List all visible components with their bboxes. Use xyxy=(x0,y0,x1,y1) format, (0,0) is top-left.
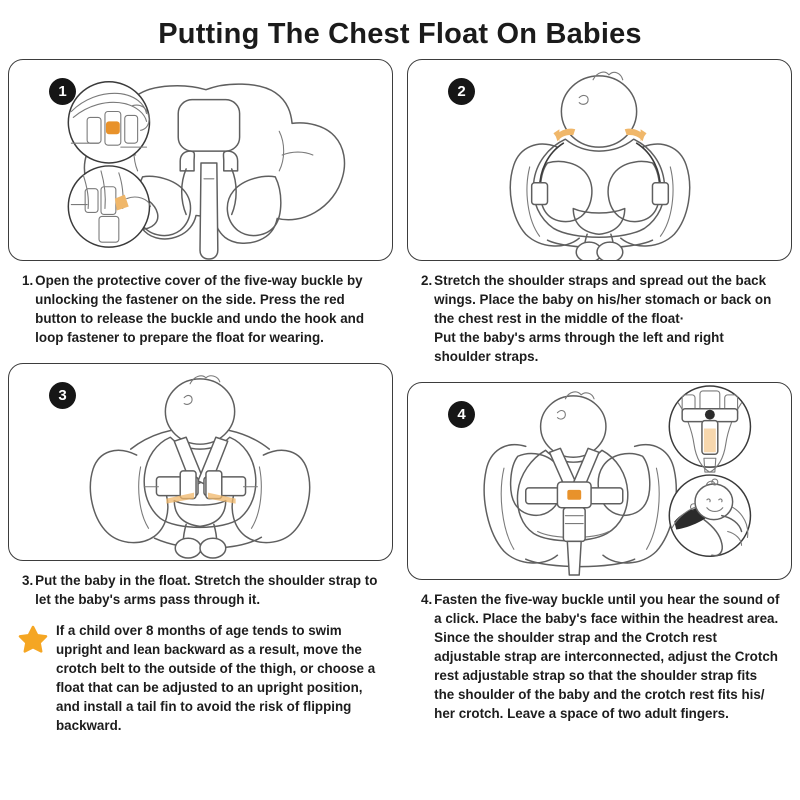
step-badge-2: 2 xyxy=(448,78,475,105)
main-buckled-figure xyxy=(483,391,677,568)
warning-note-text: If a child over 8 months of age tends to… xyxy=(56,623,376,734)
step-body-1: Open the protective cover of the five-wa… xyxy=(35,273,365,346)
step-marker-2: 2. xyxy=(421,273,433,288)
step-badge-3: 3 xyxy=(49,382,76,410)
shoulder-straps xyxy=(179,150,239,216)
step-body-3: Put the baby in the float. Stretch the s… xyxy=(35,573,378,608)
float-vest-illustration xyxy=(67,81,346,260)
step-body-4: Fasten the five-way buckle until you hea… xyxy=(434,592,780,722)
step-badge-1: 1 xyxy=(49,78,76,105)
illustration-panel-3: 3 xyxy=(8,363,393,562)
page-title: Putting The Chest Float On Babies xyxy=(158,18,642,50)
step-body-2-para-1: Stretch the shoulder straps and spread o… xyxy=(434,273,772,327)
buckle-closeup-inset xyxy=(668,385,752,473)
buckle-detail-circle-bottom xyxy=(67,165,152,248)
stretched-shoulder-straps xyxy=(530,142,670,206)
crotch-strap xyxy=(199,162,219,260)
steps-grid: 1 xyxy=(0,59,800,735)
step-text-1: 1. Open the protective cover of the five… xyxy=(8,261,393,347)
shoulder-straps-and-buckles xyxy=(144,436,258,504)
direction-arrows xyxy=(553,128,647,142)
step-badge-4: 4 xyxy=(448,401,475,429)
illustration-panel-4: 4 xyxy=(407,382,792,581)
step-text-2: 2. Stretch the shoulder straps and sprea… xyxy=(407,261,792,366)
left-column: 1 xyxy=(8,59,393,735)
baby-on-float-illustration xyxy=(509,71,691,260)
step-marker-3: 3. xyxy=(22,573,34,589)
buckle-detail-circle-top xyxy=(67,81,151,164)
baby-in-float-illustration xyxy=(89,375,311,559)
baby-figure xyxy=(532,71,666,260)
step-marker-1: 1. xyxy=(22,273,34,288)
step-body-2-para-2: Put the baby's arms through the left and… xyxy=(434,330,724,365)
warning-note: If a child over 8 months of age tends to… xyxy=(8,609,393,735)
star-icon xyxy=(18,621,52,658)
five-way-buckle-harness xyxy=(525,447,624,576)
step-text-4: 4. Fasten the five-way buckle until you … xyxy=(407,580,792,723)
baby-face-inset xyxy=(668,474,752,558)
illustration-panel-1: 1 xyxy=(8,59,393,261)
illustration-panel-2: 2 xyxy=(407,59,792,261)
step-text-3: 3. Put the baby in the float. Stretch th… xyxy=(8,561,393,609)
baby-figure xyxy=(143,375,257,559)
step-marker-4: 4. xyxy=(421,592,433,608)
baby-buckled-illustration xyxy=(483,385,752,576)
step-body-2: Stretch the shoulder straps and spread o… xyxy=(434,271,780,366)
right-column: 2 xyxy=(407,59,792,735)
float-wings xyxy=(89,426,311,550)
